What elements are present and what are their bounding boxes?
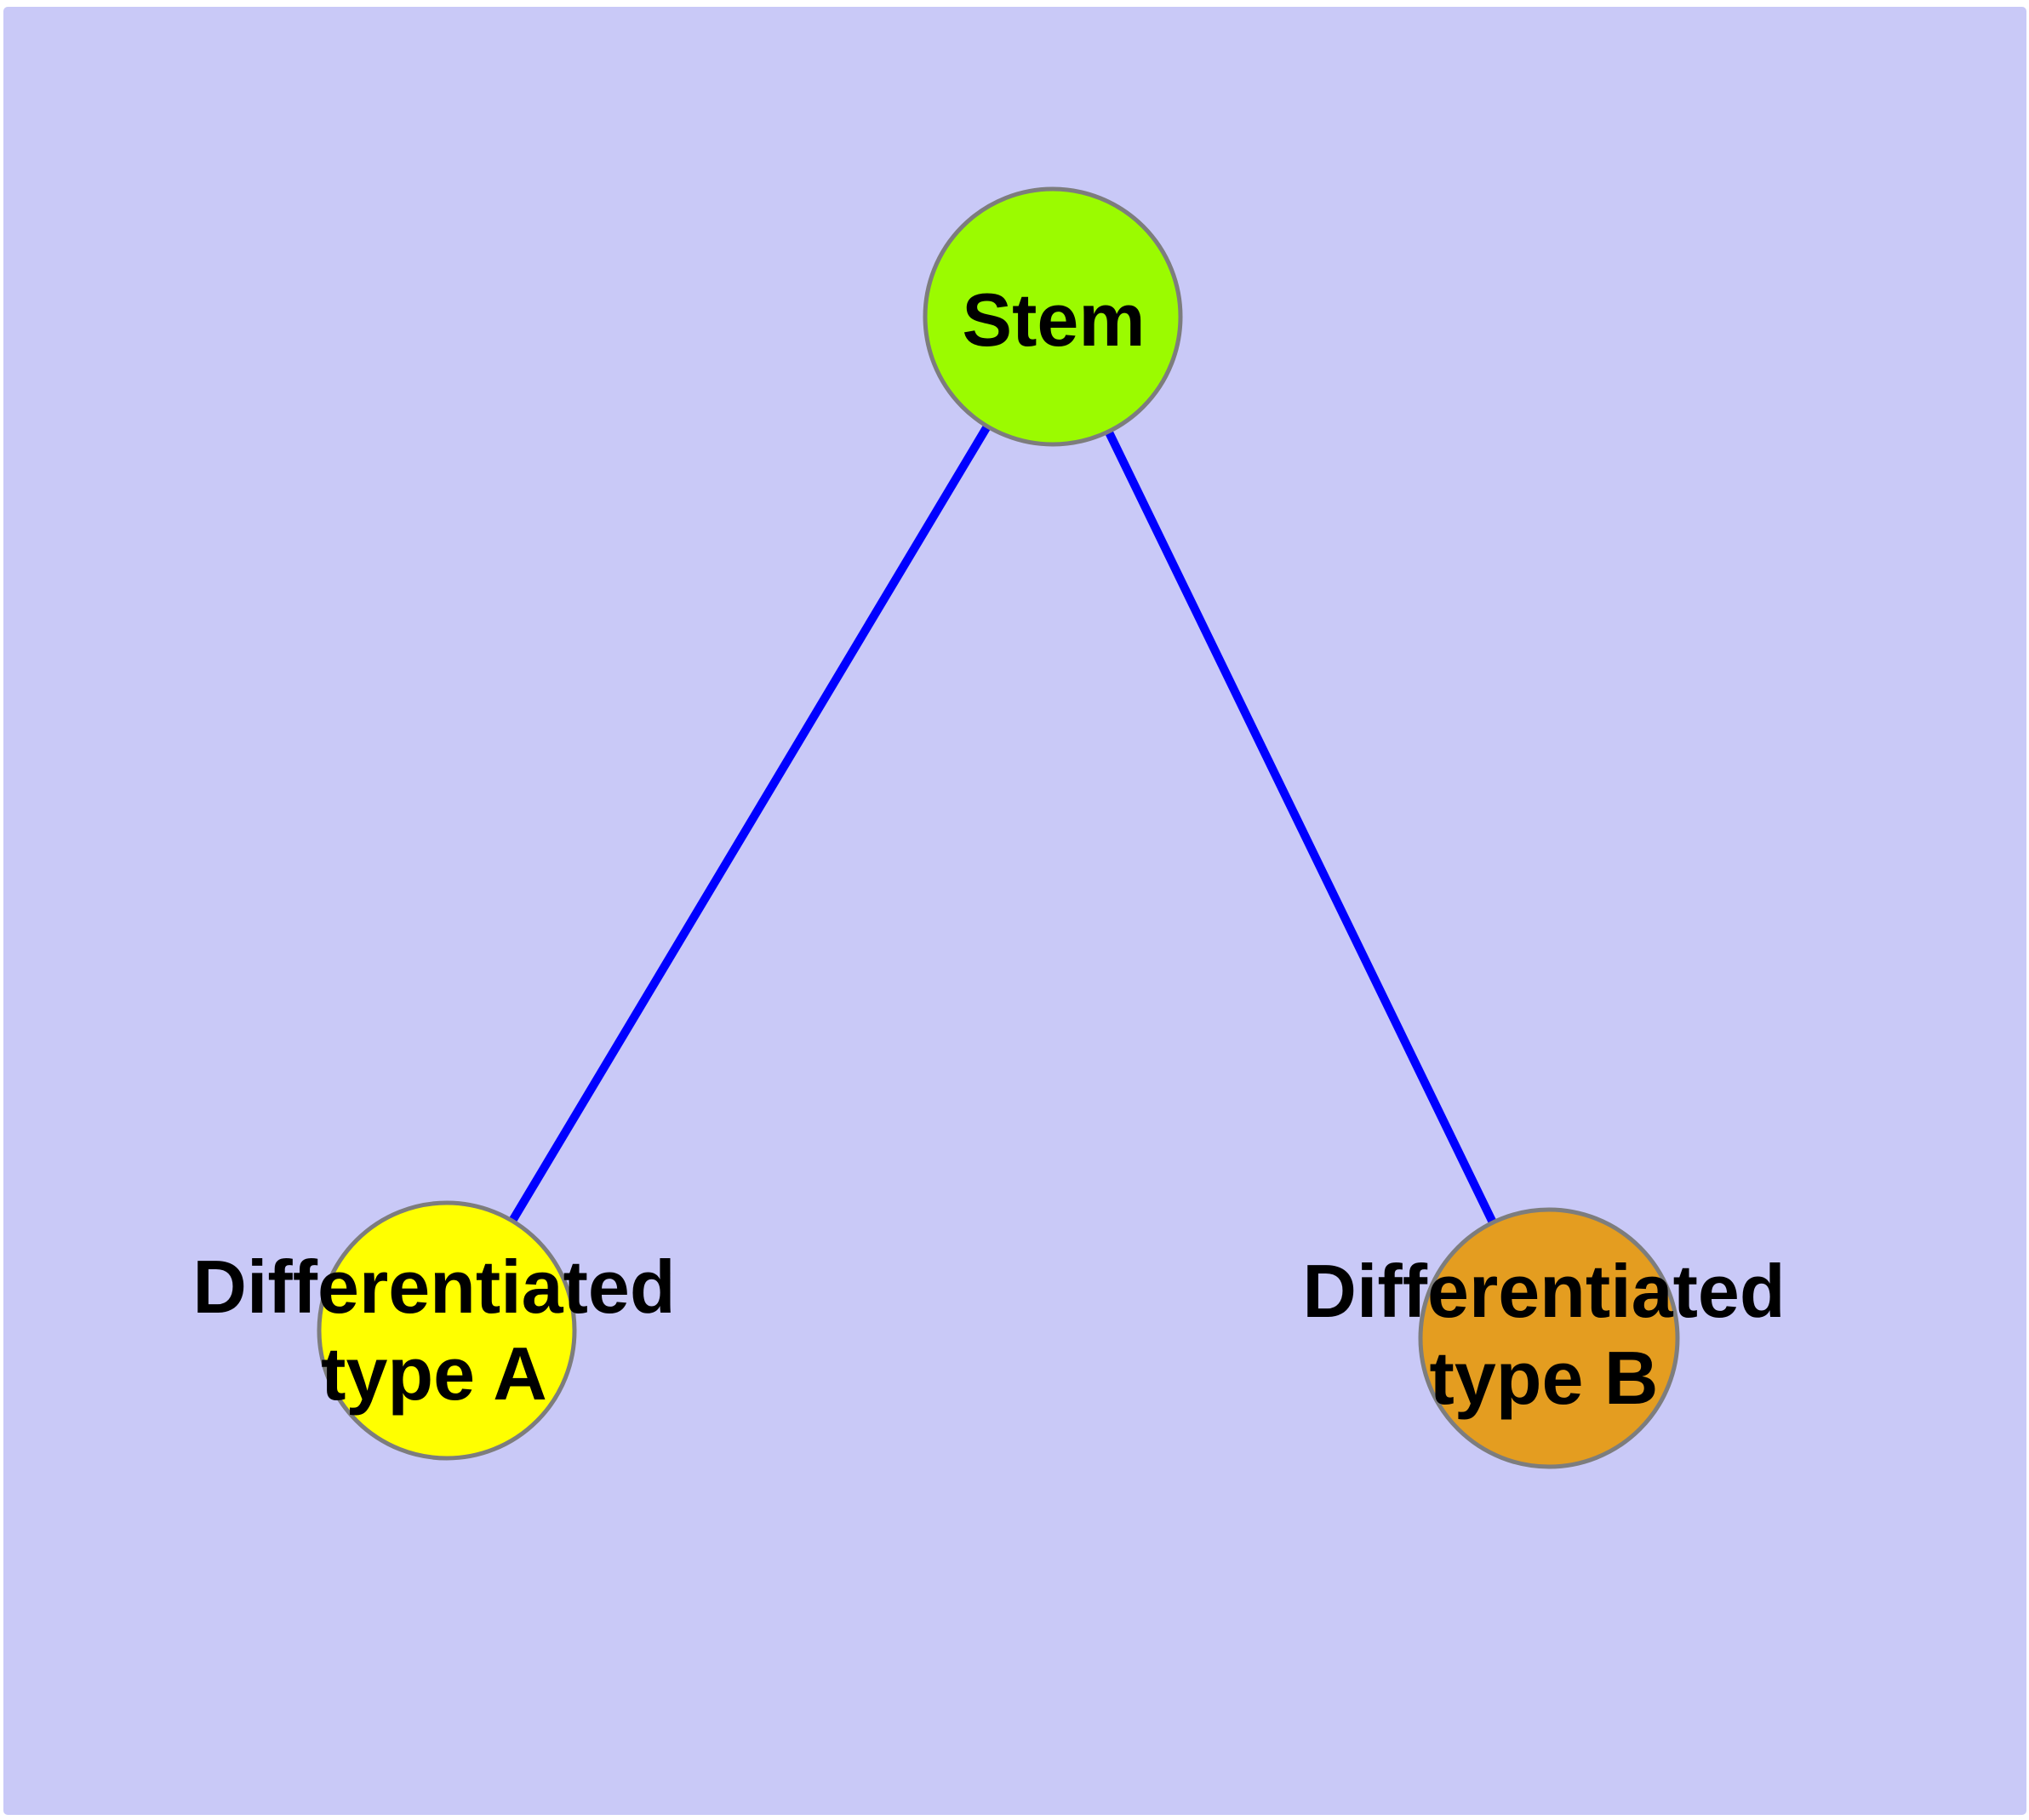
node-type-b [1418,1207,1680,1469]
node-type-a [317,1200,577,1461]
edge-stem-type-a [443,314,1057,1333]
edge-stem-type-b [1049,314,1553,1341]
node-stem [923,186,1183,447]
